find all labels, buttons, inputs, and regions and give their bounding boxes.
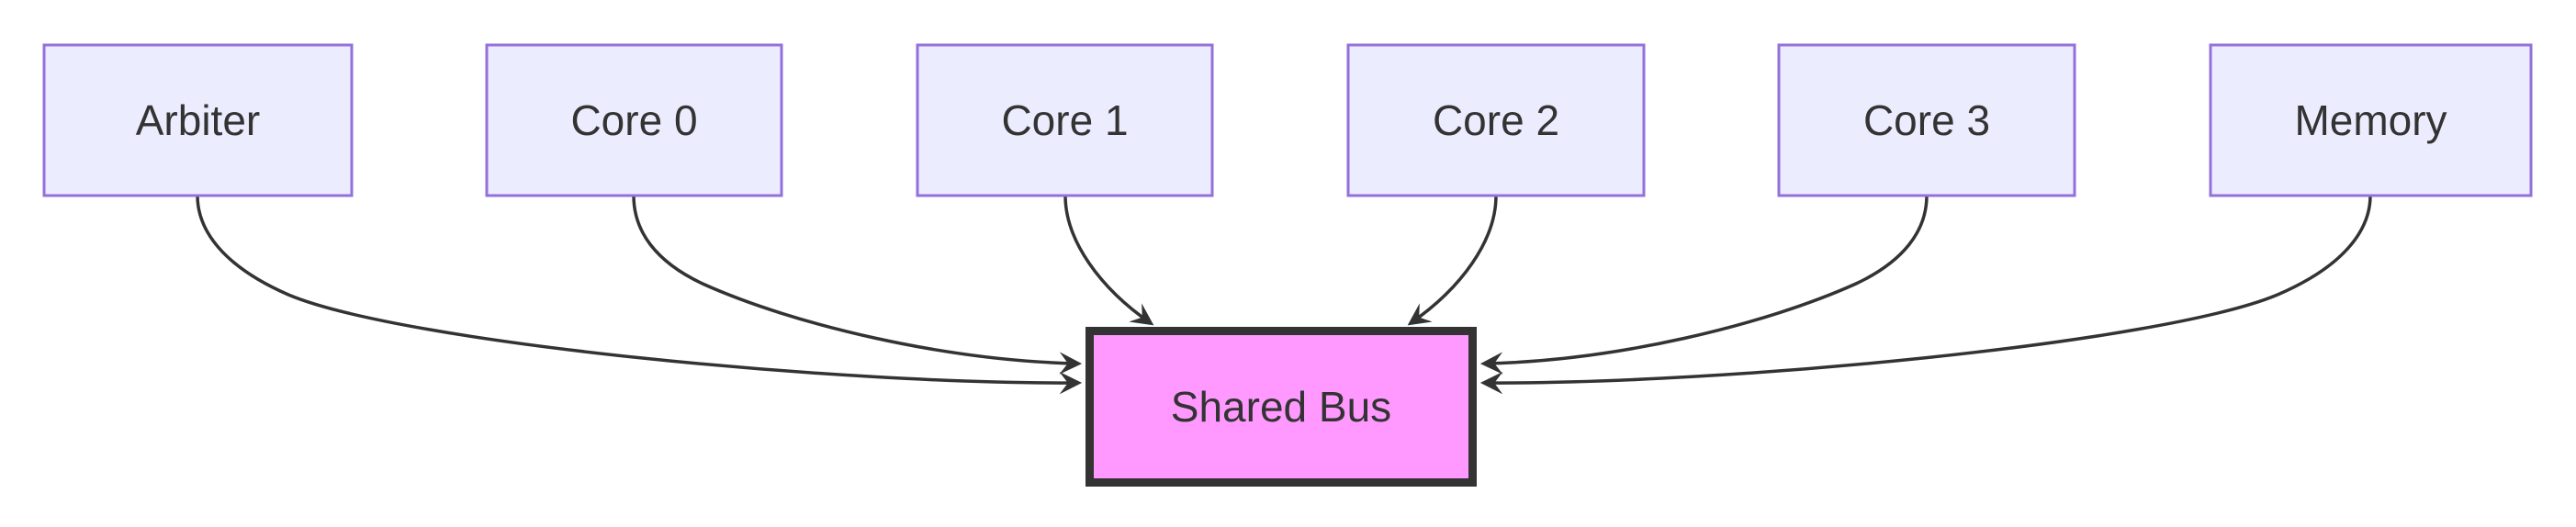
- node-core3: Core 3: [1777, 43, 2076, 197]
- node-arbiter-box: [42, 43, 354, 197]
- node-memory-box: [2209, 43, 2533, 197]
- node-core2-label: Core 2: [1433, 96, 1559, 144]
- node-core0-label: Core 0: [570, 96, 697, 144]
- node-core2: Core 2: [1346, 43, 1646, 197]
- node-core0-box: [485, 43, 783, 197]
- edge-core0-to-shared-bus: [632, 195, 1083, 375]
- node-core0: Core 0: [485, 43, 783, 197]
- node-shared-bus-label: Shared Bus: [1171, 383, 1391, 431]
- node-shared-bus-box: [1086, 327, 1477, 487]
- node-memory-label: Memory: [2294, 96, 2447, 144]
- node-core1: Core 1: [916, 43, 1214, 197]
- node-arbiter: Arbiter: [42, 43, 354, 197]
- node-arbiter-label: Arbiter: [136, 96, 260, 144]
- node-core1-box: [916, 43, 1214, 197]
- node-core3-label: Core 3: [1863, 96, 1990, 144]
- node-core2-box: [1346, 43, 1646, 197]
- node-shared-bus: Shared Bus: [1086, 327, 1477, 487]
- node-core1-label: Core 1: [1001, 96, 1128, 144]
- node-memory: Memory: [2209, 43, 2533, 197]
- edge-group: [196, 195, 2372, 395]
- node-core3-box: [1777, 43, 2076, 197]
- edge-memory-to-shared-bus: [1479, 195, 2372, 395]
- edge-arbiter-to-shared-bus: [196, 195, 1083, 395]
- edge-core1-to-shared-bus: [1063, 195, 1154, 326]
- edge-core3-to-shared-bus: [1479, 195, 1929, 375]
- edge-core2-to-shared-bus: [1407, 195, 1498, 326]
